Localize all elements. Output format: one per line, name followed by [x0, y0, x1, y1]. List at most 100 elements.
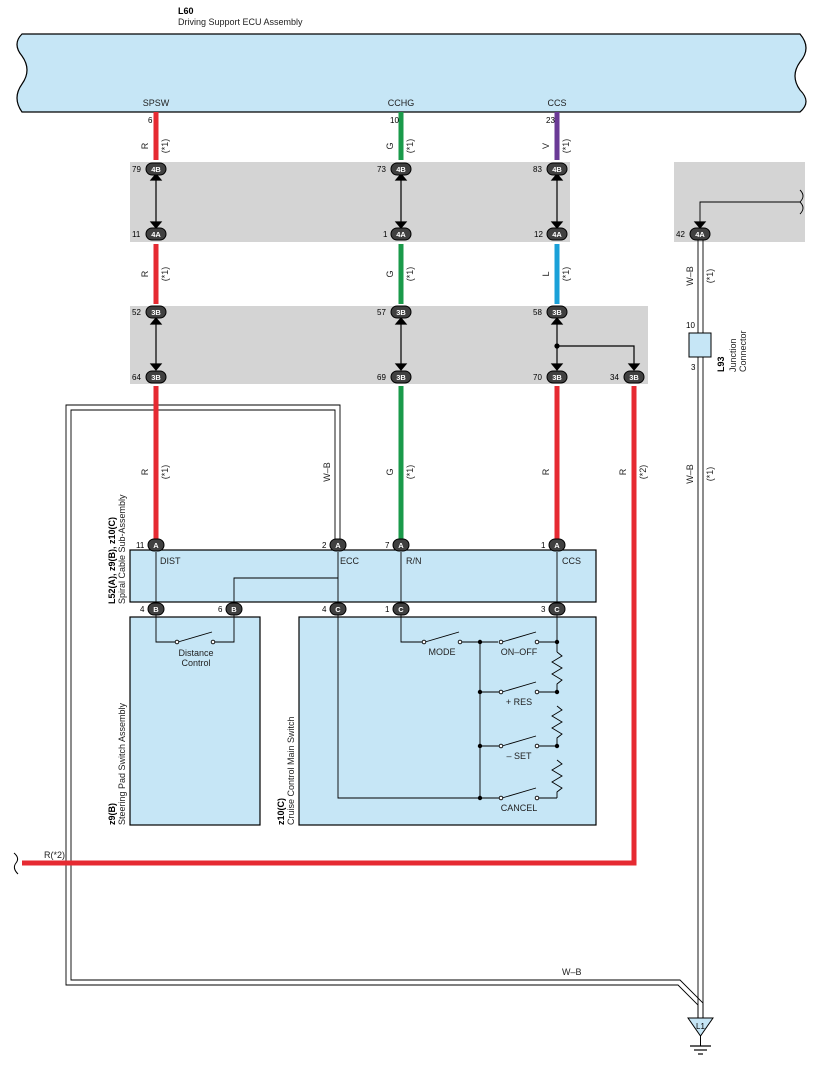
svg-text:3B: 3B [396, 308, 406, 317]
svg-text:1: 1 [385, 605, 390, 614]
svg-text:R: R [618, 468, 628, 475]
svg-text:C: C [398, 605, 404, 614]
svg-text:B: B [231, 605, 237, 614]
svg-text:V: V [541, 143, 551, 149]
svg-text:Distance: Distance [178, 648, 213, 658]
svg-text:10: 10 [686, 321, 695, 330]
svg-text:(*1): (*1) [160, 267, 170, 282]
ground-id: L1 [696, 1022, 705, 1031]
ecu-id: L60 [178, 6, 194, 16]
svg-text:7: 7 [385, 541, 390, 550]
connector-links [149, 173, 707, 371]
svg-text:G: G [385, 142, 395, 149]
ecu-box [16, 33, 807, 113]
svg-text:Control: Control [181, 658, 210, 668]
svg-text:A: A [335, 541, 341, 550]
svg-text:42: 42 [676, 230, 685, 239]
svg-text:A: A [398, 541, 404, 550]
svg-text:11: 11 [132, 230, 141, 239]
svg-text:79: 79 [132, 165, 141, 174]
junction-dots [477, 639, 560, 801]
spiral-cable-box [129, 549, 597, 603]
svg-text:A: A [554, 541, 560, 550]
svg-text:52: 52 [132, 308, 141, 317]
connector-row-4b: 4B 4B 4B [145, 162, 568, 176]
svg-text:A: A [153, 541, 159, 550]
steering-pad-box [129, 616, 261, 826]
svg-text:57: 57 [377, 308, 386, 317]
colored-wires [22, 112, 637, 866]
svg-text:(*1): (*1) [405, 139, 415, 154]
ecu-name: Driving Support ECU Assembly [178, 17, 303, 27]
svg-text:3: 3 [541, 605, 546, 614]
svg-text:W–B: W–B [685, 266, 695, 286]
svg-text:ON–OFF: ON–OFF [501, 647, 538, 657]
svg-text:L: L [541, 271, 551, 276]
svg-text:G: G [385, 468, 395, 475]
spiral-internal-wiring [155, 552, 558, 602]
svg-text:R: R [140, 270, 150, 277]
wb-ground-wire [65, 189, 804, 1018]
svg-text:2: 2 [322, 541, 327, 550]
svg-text:(*1): (*1) [405, 267, 415, 282]
svg-text:3B: 3B [552, 373, 562, 382]
svg-text:W–B: W–B [322, 462, 332, 482]
svg-text:73: 73 [377, 165, 386, 174]
svg-text:CCS: CCS [562, 556, 581, 566]
svg-text:Junction: Junction [728, 338, 738, 372]
svg-text:10: 10 [390, 116, 399, 125]
svg-text:(*1): (*1) [160, 139, 170, 154]
svg-text:– SET: – SET [506, 751, 532, 761]
svg-text:(*1): (*1) [705, 467, 715, 482]
svg-text:(*1): (*1) [561, 139, 571, 154]
svg-text:L93: L93 [716, 356, 726, 372]
svg-text:R: R [140, 142, 150, 149]
svg-text:6: 6 [148, 116, 153, 125]
svg-text:58: 58 [533, 308, 542, 317]
svg-text:69: 69 [377, 373, 386, 382]
svg-text:R/N: R/N [406, 556, 422, 566]
svg-text:4A: 4A [552, 230, 562, 239]
svg-text:G: G [385, 270, 395, 277]
svg-text:3: 3 [691, 363, 696, 372]
svg-text:z9(B): z9(B) [107, 803, 117, 825]
switch-contacts [421, 639, 540, 801]
wire-labels: R (*1) G (*1) V (*1) R (*1) G (*1) L (*1… [140, 139, 715, 484]
connector-row-3b-bottom: 3B 3B 3B 3B [145, 370, 645, 384]
label-wb-bottom: W–B [562, 967, 582, 977]
svg-text:4: 4 [322, 605, 327, 614]
svg-text:3B: 3B [396, 373, 406, 382]
svg-text:(*1): (*1) [705, 269, 715, 284]
svg-text:4A: 4A [396, 230, 406, 239]
svg-text:4A: 4A [695, 230, 705, 239]
svg-text:(*1): (*1) [160, 465, 170, 480]
svg-text:4: 4 [140, 605, 145, 614]
svg-text:W–B: W–B [685, 464, 695, 484]
svg-text:3B: 3B [151, 308, 161, 317]
connector-row-4a: 4A 4A 4A 4A [145, 227, 711, 241]
svg-text:4B: 4B [552, 165, 562, 174]
svg-text:ECC: ECC [340, 556, 360, 566]
svg-text:3B: 3B [629, 373, 639, 382]
terminal-cchg: CCHG [388, 98, 415, 108]
svg-text:L52(A), z9(B), z10(C): L52(A), z9(B), z10(C) [107, 517, 117, 604]
connector-band-3b [130, 306, 648, 384]
spiral-connectors-a: A A A A [147, 538, 566, 552]
svg-text:6: 6 [218, 605, 223, 614]
label-r-note2: R(*2) [44, 850, 65, 860]
svg-text:(*2): (*2) [638, 465, 648, 480]
svg-text:Spiral Cable Sub-Assembly: Spiral Cable Sub-Assembly [117, 494, 127, 604]
connector-band-4b-4a [130, 162, 570, 242]
svg-text:(*1): (*1) [561, 267, 571, 282]
svg-text:1: 1 [541, 541, 546, 550]
junction-connector [688, 332, 712, 358]
svg-text:4B: 4B [151, 165, 161, 174]
svg-text:3B: 3B [552, 308, 562, 317]
svg-text:1: 1 [383, 230, 388, 239]
svg-text:DIST: DIST [160, 556, 181, 566]
svg-text:23: 23 [546, 116, 555, 125]
svg-text:C: C [335, 605, 341, 614]
distance-control-switch [155, 615, 235, 645]
svg-text:C: C [554, 605, 560, 614]
